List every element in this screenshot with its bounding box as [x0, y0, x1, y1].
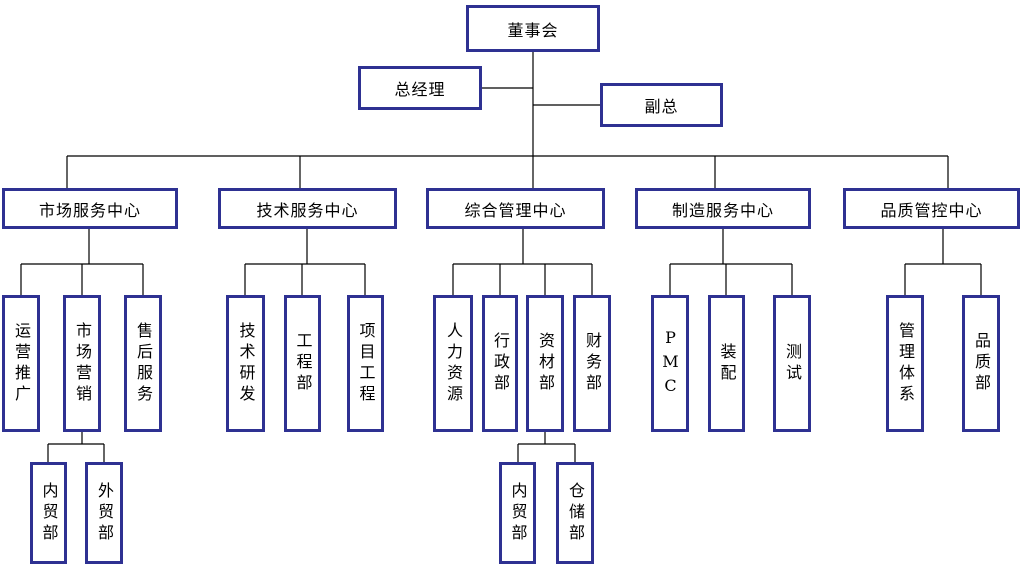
node-administration-dept: 行政部: [482, 295, 518, 432]
node-assembly: 装配: [708, 295, 745, 432]
node-quality-dept: 品质部: [962, 295, 1000, 432]
node-tech-service-center: 技术服务中心: [218, 188, 397, 229]
connector-group-5: [904, 229, 982, 295]
connector-group-4: [669, 229, 793, 295]
node-tech-rnd: 技术研发: [226, 295, 265, 432]
node-domestic-trade-dept-marketing: 内贸部: [30, 462, 67, 564]
node-operations-promotion: 运营推广: [2, 295, 40, 432]
node-pmc: PMC: [651, 295, 689, 432]
connector-subgroup-materials: [517, 432, 576, 462]
node-management-system: 管理体系: [886, 295, 924, 432]
node-materials-dept: 资材部: [526, 295, 564, 432]
node-engineering-dept: 工程部: [284, 295, 321, 432]
node-project-engineering: 项目工程: [347, 295, 384, 432]
connector-subgroup-marketing: [47, 432, 105, 462]
node-testing: 测试: [773, 295, 811, 432]
connector-group-1: [20, 229, 144, 295]
connector-group-3: [452, 229, 593, 295]
node-domestic-trade-dept-materials: 内贸部: [499, 462, 536, 564]
node-marketing: 市场营销: [63, 295, 101, 432]
node-deputy-general-manager: 副总: [600, 83, 723, 127]
node-board: 董事会: [466, 5, 600, 52]
node-quality-control-center: 品质管控中心: [843, 188, 1020, 229]
connector-group-2: [244, 229, 366, 295]
node-foreign-trade-dept: 外贸部: [85, 462, 123, 564]
node-manufacturing-service-center: 制造服务中心: [635, 188, 811, 229]
node-warehouse-dept: 仓储部: [556, 462, 594, 564]
node-general-manager: 总经理: [358, 66, 482, 110]
node-after-sales-service: 售后服务: [124, 295, 162, 432]
node-finance-dept: 财务部: [573, 295, 611, 432]
node-market-service-center: 市场服务中心: [2, 188, 178, 229]
node-human-resources: 人力资源: [433, 295, 473, 432]
node-admin-center: 综合管理中心: [426, 188, 605, 229]
